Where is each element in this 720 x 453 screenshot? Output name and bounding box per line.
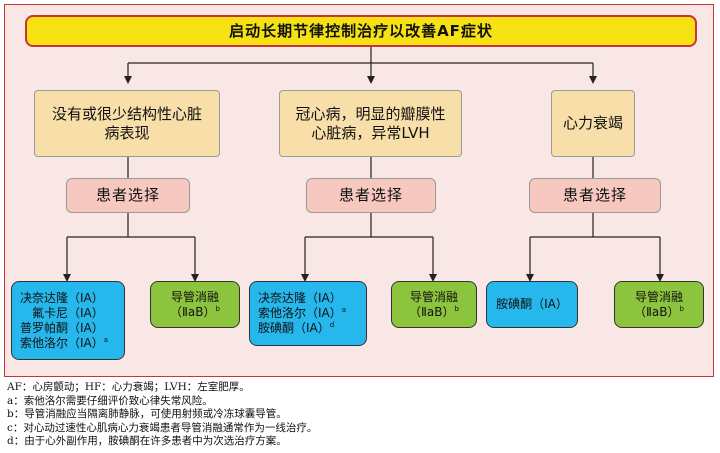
drug-item: 普罗帕酮（ⅠA） xyxy=(20,320,104,335)
ablation-label: 导管消融 xyxy=(634,289,683,304)
patient-choice-2: 患者选择 xyxy=(306,178,436,213)
drug-options-col1: 决奈达隆（ⅠA） 氟卡尼（ⅠA） 普罗帕酮（ⅠA） 索他洛尔（ⅠA）a xyxy=(11,281,125,360)
footnote-marker: a xyxy=(103,335,109,344)
category-label-line2: 病表现 xyxy=(104,123,150,142)
footnote-abbreviations: AF：心房颤动；HF：心力衰竭；LVH：左室肥厚。 xyxy=(7,381,250,393)
drug-options-col3: 胺碘酮（ⅠA） xyxy=(486,281,578,328)
category-label-line1: 心力衰竭 xyxy=(562,114,623,133)
footnote-marker: b xyxy=(679,304,684,313)
drug-item: 索他洛尔（ⅠA）a xyxy=(20,335,109,350)
ablation-label: 导管消融 xyxy=(170,289,219,304)
ablation-col3: 导管消融 （ⅡaB）b xyxy=(614,281,704,328)
footnote-c: c：对心动过速性心肌病心力衰竭患者导管消融通常作为一线治疗。 xyxy=(7,421,318,434)
ablation-col2: 导管消融 （ⅡaB）b xyxy=(391,281,477,328)
footnote-marker: a xyxy=(341,306,347,314)
footnote-marker: b xyxy=(454,304,459,313)
category-label-line1: 没有或很少结构性心脏 xyxy=(51,104,202,123)
patient-choice-3: 患者选择 xyxy=(529,178,661,213)
ablation-class: （ⅡaB）b xyxy=(170,304,220,319)
footnote-d: d：由于心外副作用，胺碘酮在许多患者中为次选治疗方案。 xyxy=(7,435,287,447)
drug-item: 决奈达隆（ⅠA） xyxy=(258,291,342,305)
category-heart-failure: 心力衰竭 xyxy=(551,90,635,157)
drug-item: 索他洛尔（ⅠA）a xyxy=(258,306,347,320)
patient-choice-1: 患者选择 xyxy=(66,178,190,213)
ablation-label: 导管消融 xyxy=(409,289,458,304)
ablation-class: （ⅡaB）b xyxy=(634,304,684,319)
drug-item: 胺碘酮（ⅠA） xyxy=(496,297,568,311)
ablation-class: （ⅡaB）b xyxy=(409,304,459,319)
drug-item: 胺碘酮（ⅠA）d xyxy=(258,321,335,335)
connector-lines xyxy=(63,47,664,282)
ablation-col1: 导管消融 （ⅡaB）b xyxy=(150,281,240,328)
footnotes: AF：心房颤动；HF：心力衰竭；LVH：左室肥厚。 a：索他洛尔需要仔细评价致心… xyxy=(7,381,713,449)
footnote-marker: d xyxy=(329,321,335,329)
footnote-b: b：导管消融应当隔离肺静脉，可使用射频或冷冻球囊导管。 xyxy=(7,408,287,420)
category-label-line1: 冠心病，明显的瓣膜性 xyxy=(295,104,446,123)
drug-options-col2: 决奈达隆（ⅠA） 索他洛尔（ⅠA）a 胺碘酮（ⅠA）d xyxy=(249,281,367,346)
drug-item: 决奈达隆（ⅠA） xyxy=(20,290,104,305)
category-no-structural-disease: 没有或很少结构性心脏 病表现 xyxy=(34,90,220,157)
main-title: 启动长期节律控制治疗以改善AF症状 xyxy=(25,15,697,47)
footnote-marker: b xyxy=(215,304,220,313)
category-label-line2: 心脏病，异常LVH xyxy=(311,123,430,142)
footnote-a: a：索他洛尔需要仔细评价致心律失常风险。 xyxy=(7,394,213,407)
drug-item: 氟卡尼（ⅠA） xyxy=(32,305,104,320)
category-cad-valvular-lvh: 冠心病，明显的瓣膜性 心脏病，异常LVH xyxy=(279,90,462,157)
